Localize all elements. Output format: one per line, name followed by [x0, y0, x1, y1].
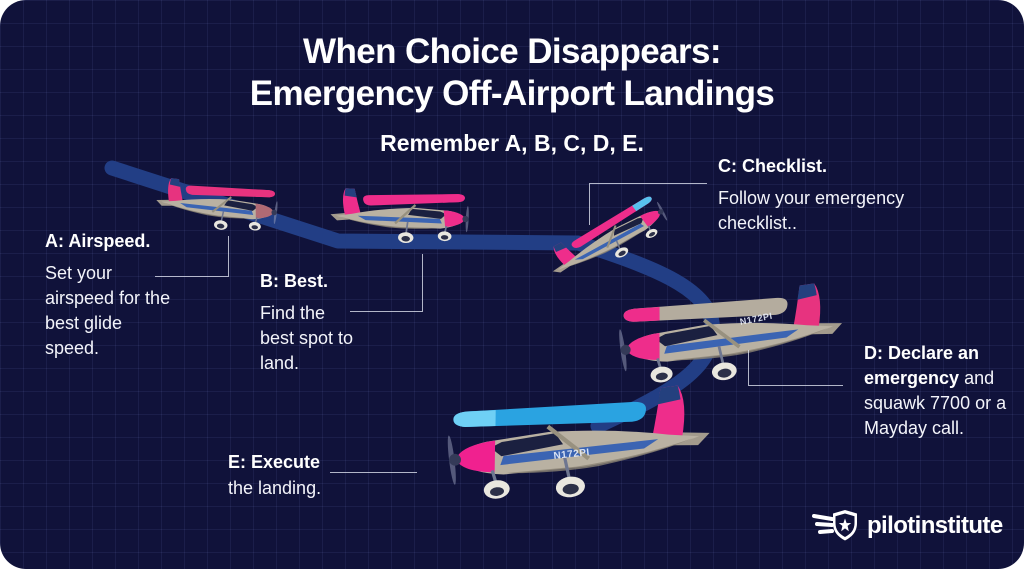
winged-shield-star-icon	[810, 508, 860, 544]
callout-e-body: the landing.	[228, 478, 322, 498]
callout-e: E: Execute the landing.	[228, 450, 348, 501]
plane-e-illustration	[443, 382, 715, 511]
logo-wordmark: pilotinstitute	[867, 512, 1003, 539]
page-subtitle: Remember A, B, C, D, E.	[380, 130, 644, 156]
title-line-2: Emergency Off-Airport Landings	[249, 74, 775, 113]
callout-e-heading: E: Execute	[228, 452, 321, 472]
pilot-institute-logo: pilotinstitute	[810, 508, 1003, 544]
callout-d-heading: D: Declare an emergency	[864, 343, 980, 388]
callout-c-heading: C: Checklist.	[718, 156, 828, 176]
connector-line-e	[330, 472, 417, 473]
plane-a-illustration	[152, 175, 281, 238]
callout-a: A: Airspeed. Set your airspeed for the b…	[45, 229, 175, 361]
connector-line-d	[748, 350, 843, 386]
connector-line-a	[155, 236, 229, 277]
callout-c: C: Checklist. Follow your emergency chec…	[718, 154, 918, 236]
callout-b-body: Find the best spot to land.	[260, 303, 354, 373]
callout-b: B: Best. Find the best spot to land.	[260, 269, 360, 376]
title-line-1: When Choice Disappears:	[303, 32, 722, 71]
callout-d: D: Declare an emergency and squawk 7700 …	[864, 341, 1019, 441]
callout-b-heading: B: Best.	[260, 271, 329, 291]
connector-line-b	[350, 254, 423, 312]
callout-a-heading: A: Airspeed.	[45, 231, 151, 251]
callout-a-body: Set your airspeed for the best glide spe…	[45, 263, 171, 358]
page-title: When Choice Disappears: Emergency Off-Ai…	[0, 31, 1024, 115]
callout-d-body: and squawk 7700 or a Mayday call.	[864, 368, 1007, 438]
connector-line-c	[589, 183, 707, 225]
callout-c-body: Follow your emergency checklist..	[718, 188, 905, 233]
